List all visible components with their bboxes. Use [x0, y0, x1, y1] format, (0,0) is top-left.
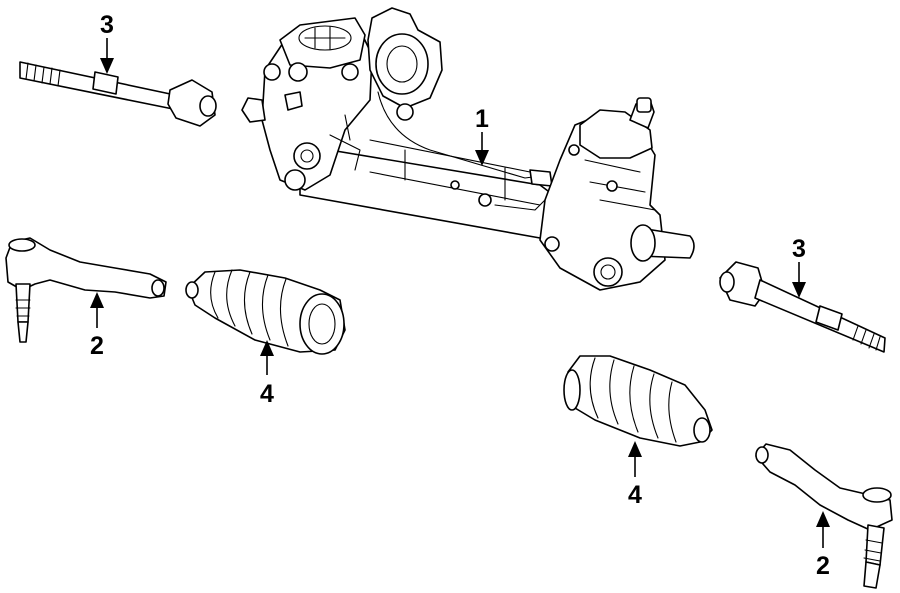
- callout-2-right-label: 2: [816, 552, 830, 580]
- steering-gear-assembly[interactable]: [241, 7, 695, 291]
- callout-3-right-leader: [792, 262, 806, 298]
- callout-3-left-label: 3: [100, 11, 114, 39]
- bellows-boot-right[interactable]: [563, 355, 713, 447]
- callout-4-right-leader: [628, 441, 642, 477]
- inner-tie-rod-left[interactable]: [19, 61, 217, 127]
- callout-3-right-label: 3: [792, 235, 806, 263]
- tie-rod-end-right[interactable]: [755, 443, 893, 589]
- bellows-boot-left[interactable]: [185, 269, 346, 355]
- callout-2-left-leader: [90, 292, 104, 328]
- callout-3-left-leader: [100, 38, 114, 74]
- callout-4-left-leader: [260, 340, 274, 375]
- tie-rod-end-left[interactable]: [5, 237, 167, 343]
- callout-2-right-leader: [816, 511, 830, 548]
- callout-4-left-label: 4: [260, 380, 274, 408]
- inner-tie-rod-right[interactable]: [719, 261, 886, 353]
- callout-4-right-label: 4: [628, 481, 642, 509]
- callout-2-left-label: 2: [90, 332, 104, 360]
- callout-1-leader: [475, 132, 489, 166]
- callout-1-label: 1: [475, 105, 489, 133]
